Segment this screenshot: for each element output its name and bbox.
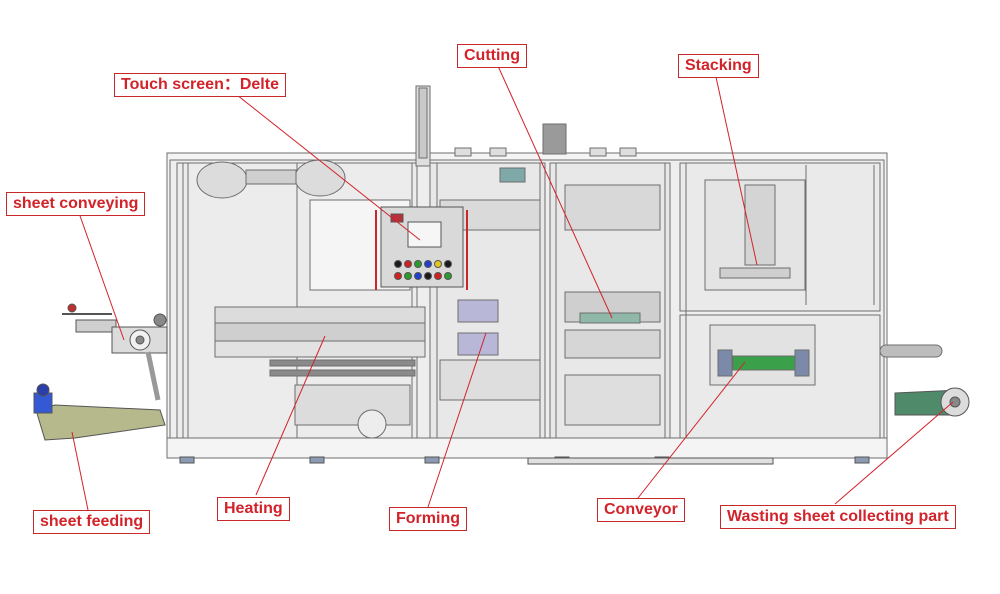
stacking-station [704, 179, 806, 291]
top-column [415, 85, 637, 167]
sheet-conveying-arm [62, 303, 168, 401]
label-sheet-feeding: sheet feeding [33, 510, 151, 534]
machine-feet [179, 456, 870, 465]
label-heating: Heating [217, 497, 290, 521]
hmi-panel-icon [375, 206, 468, 290]
heating-section [214, 306, 426, 439]
label-cutting: Cutting [457, 44, 527, 68]
leader-lines [71, 65, 954, 511]
label-touch-screen: Touch screen：Delte [114, 73, 286, 97]
label-conveyor: Conveyor [597, 498, 685, 522]
cutting-station [564, 184, 661, 426]
sheet-feeding-arm [33, 383, 166, 441]
label-sheet-conveying: sheet conveying [6, 192, 146, 216]
forming-station [439, 167, 541, 401]
label-wasting: Wasting sheet collecting part [720, 505, 956, 529]
roller-icon [894, 387, 970, 417]
label-stacking: Stacking [678, 54, 759, 78]
label-forming: Forming [389, 507, 467, 531]
conveyor-section [709, 324, 943, 386]
